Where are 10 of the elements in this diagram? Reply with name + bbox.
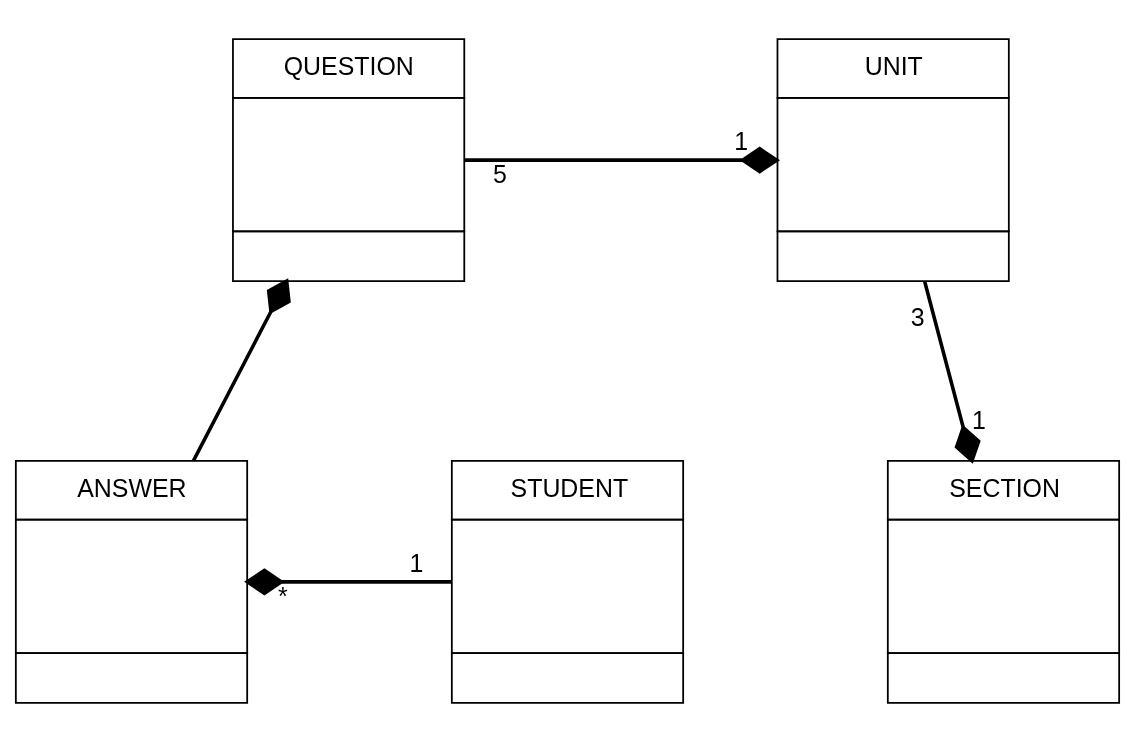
label: 3: [910, 303, 925, 332]
connector: [922, 280, 981, 464]
connector: [244, 568, 452, 596]
connector: [464, 146, 780, 174]
label: 1: [972, 405, 986, 434]
label: 1: [734, 127, 749, 156]
label: 1: [409, 548, 424, 577]
connector: [191, 278, 291, 462]
label: *: [277, 582, 288, 611]
label: 5: [493, 160, 507, 189]
